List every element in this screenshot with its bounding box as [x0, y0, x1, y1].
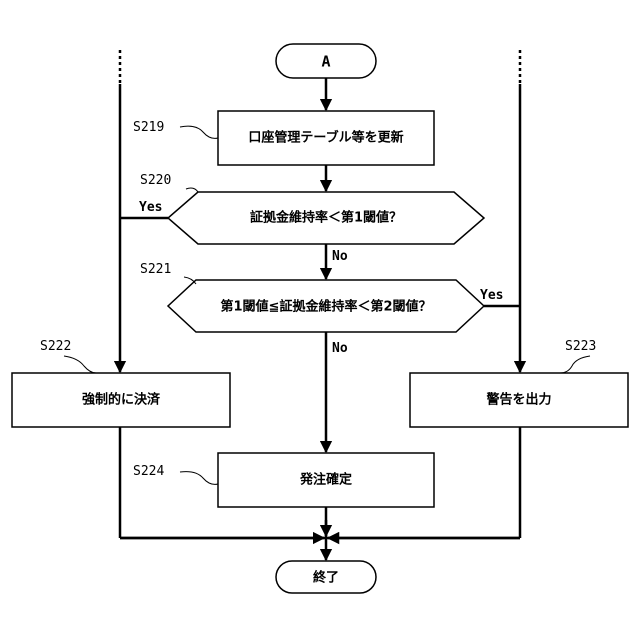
leader-s222 [64, 356, 96, 373]
s220-yes-label: Yes [139, 200, 162, 215]
process-s224: 発注確定 [218, 453, 434, 507]
terminal-end: 終了 [276, 561, 376, 593]
connector-a: A [276, 44, 376, 78]
process-s222: 強制的に決済 [12, 373, 230, 427]
terminal-end-label: 終了 [313, 570, 339, 586]
connector-a-label: A [321, 53, 330, 71]
s221-yes-label: Yes [480, 288, 503, 303]
decision-s221-text: 第1閾値≦証拠金維持率＜第2閾値？ [221, 299, 432, 315]
leader-s219 [180, 126, 218, 138]
process-s222-text: 強制的に決済 [82, 392, 161, 408]
process-s223: 警告を出力 [410, 373, 628, 427]
process-s219: 口座管理テーブル等を更新 [218, 111, 434, 165]
step-label-s219: S219 [133, 120, 164, 135]
step-label-s220: S220 [140, 173, 171, 188]
step-label-s224: S224 [133, 464, 164, 479]
decision-s220-text: 証拠金維持率＜第1閾値？ [250, 210, 402, 226]
process-s219-text: 口座管理テーブル等を更新 [248, 130, 403, 146]
leader-s223 [560, 356, 590, 373]
step-label-s221: S221 [140, 262, 171, 277]
decision-s221: 第1閾値≦証拠金維持率＜第2閾値？ [168, 280, 484, 332]
decision-s220: 証拠金維持率＜第1閾値？ [168, 192, 484, 244]
s220-no-label: No [332, 249, 348, 264]
leader-s220 [186, 188, 198, 192]
leader-s224 [180, 472, 218, 485]
process-s223-text: 警告を出力 [486, 392, 551, 408]
step-label-s222: S222 [40, 339, 71, 354]
process-s224-text: 発注確定 [299, 472, 352, 488]
step-label-s223: S223 [565, 339, 596, 354]
s221-no-label: No [332, 341, 348, 356]
